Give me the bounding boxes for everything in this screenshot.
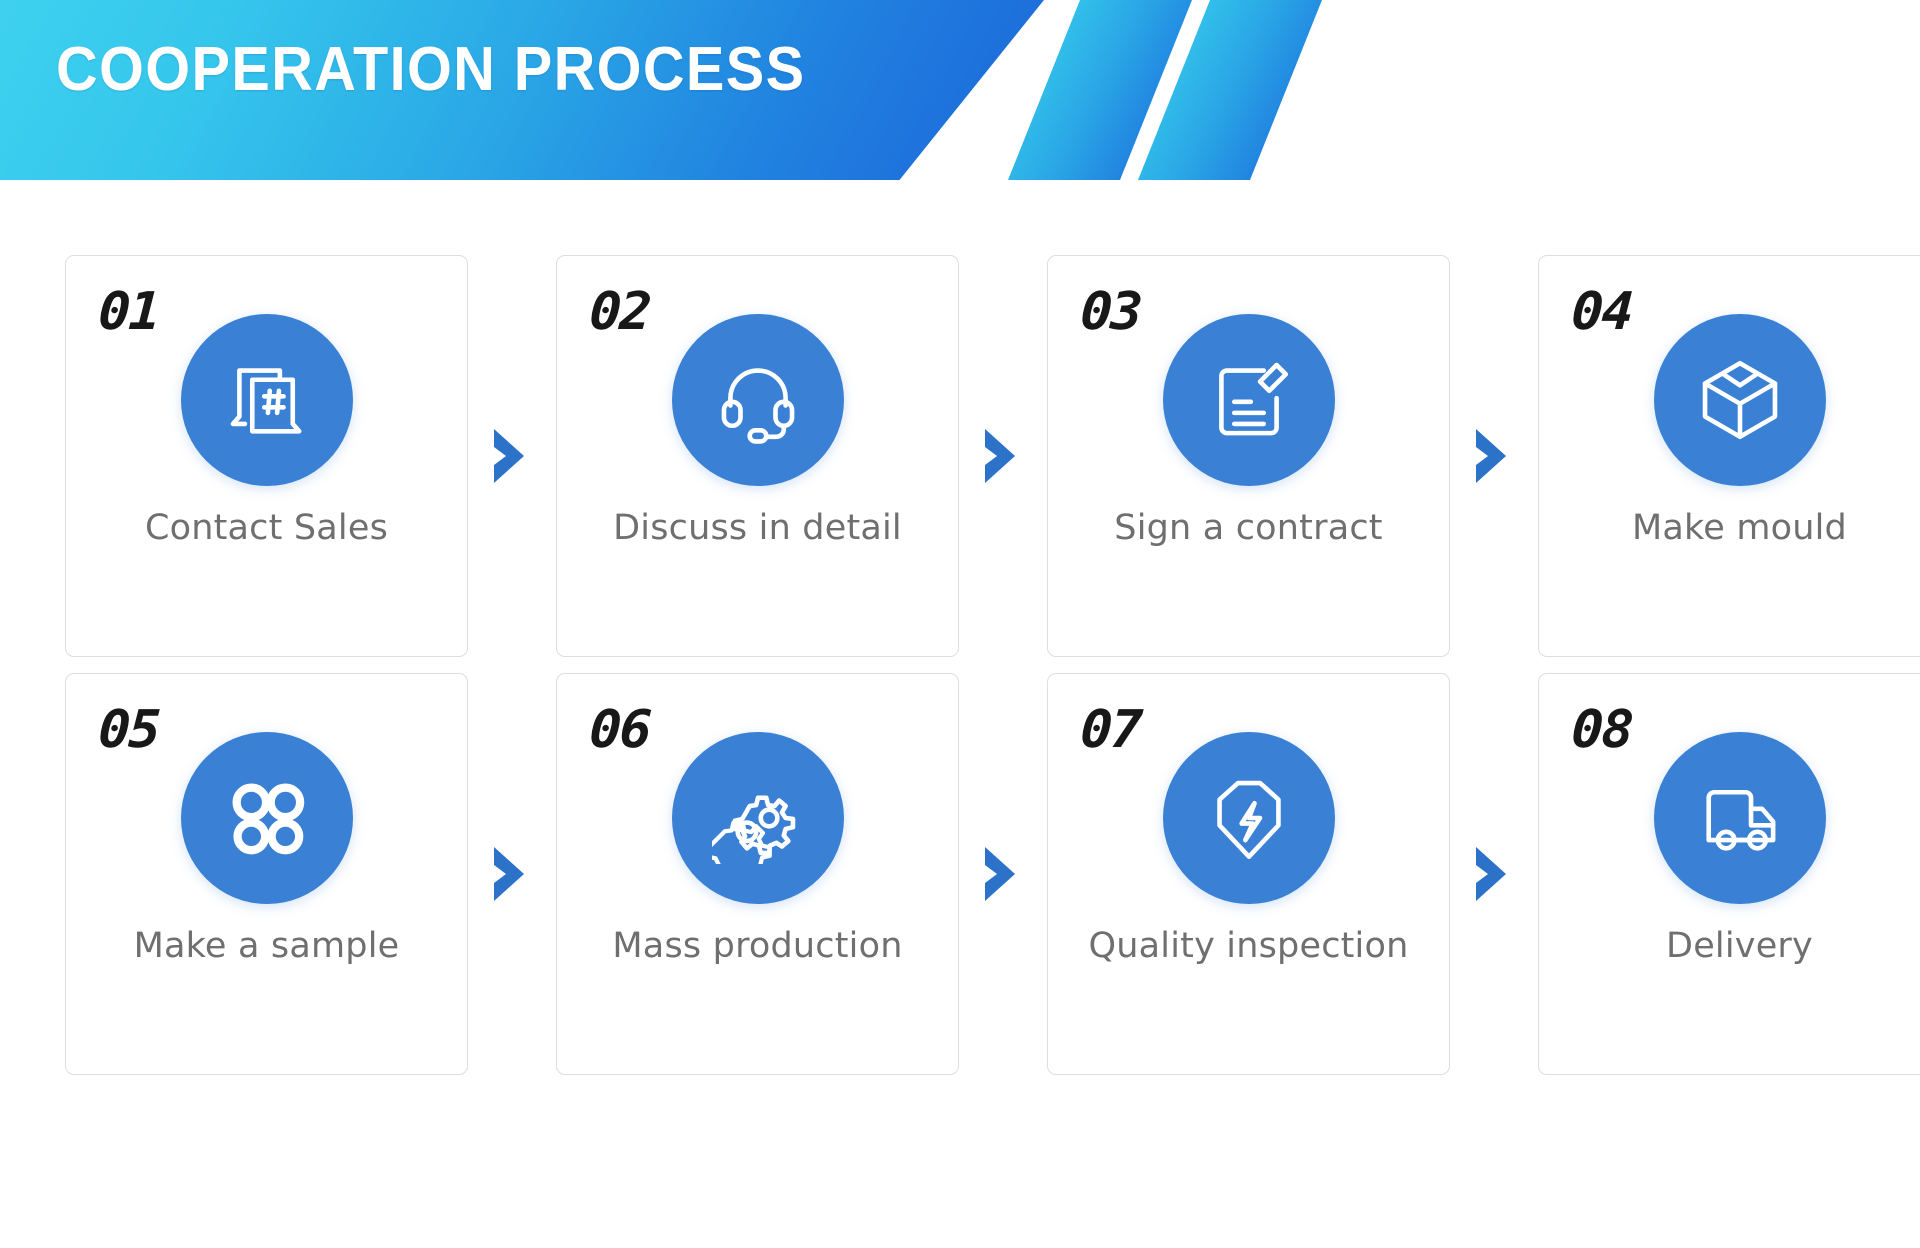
step-label: Make mould	[1632, 508, 1847, 548]
gears-icon	[671, 732, 844, 904]
step-label: Discuss in detail	[613, 508, 902, 548]
flow-arrow-6	[1450, 673, 1538, 1075]
step-icon-wrap	[1162, 314, 1335, 486]
delivery-truck-icon	[1653, 732, 1826, 904]
step-label: Contact Sales	[144, 508, 389, 548]
step-icon-wrap	[1162, 732, 1335, 904]
step-icon-wrap	[180, 314, 353, 486]
step-icon-wrap	[671, 314, 844, 486]
step-number: 07	[1078, 700, 1143, 760]
step-label: Quality inspection	[1088, 926, 1409, 966]
flow-arrow-2	[959, 255, 1047, 657]
step-number: 03	[1078, 282, 1143, 342]
step-card-07[interactable]: 07 Quality inspection	[1047, 673, 1450, 1075]
step-card-02[interactable]: 02 Discuss in detail	[556, 255, 959, 657]
shield-bolt-icon	[1162, 732, 1335, 904]
process-grid: 01 Contact Sales 02	[0, 255, 1920, 1091]
step-card-06[interactable]: 06 Mass production	[556, 673, 959, 1075]
flow-arrow-4	[468, 673, 556, 1075]
step-icon-wrap	[1653, 732, 1826, 904]
step-icon-wrap	[671, 732, 844, 904]
step-label: Make a sample	[133, 926, 400, 966]
step-card-05[interactable]: 05 Make a sample	[65, 673, 468, 1075]
flow-arrow-5	[959, 673, 1047, 1075]
step-icon-wrap	[1653, 314, 1826, 486]
step-number: 02	[587, 282, 652, 342]
document-pencil-icon	[1162, 314, 1335, 486]
page-title: COOPERATION PROCESS	[56, 35, 806, 104]
step-label: Delivery	[1666, 926, 1813, 966]
cube-box-icon	[1653, 314, 1826, 486]
header-banner: COOPERATION PROCESS	[0, 0, 1400, 180]
step-number: 01	[96, 282, 161, 342]
documents-chat-icon	[180, 314, 353, 486]
step-card-08[interactable]: 08 Delivery	[1538, 673, 1920, 1075]
step-number: 08	[1569, 700, 1634, 760]
step-card-01[interactable]: 01 Contact Sales	[65, 255, 468, 657]
headset-icon	[671, 314, 844, 486]
step-number: 06	[587, 700, 652, 760]
flow-arrow-1	[468, 255, 556, 657]
step-number: 05	[96, 700, 161, 760]
step-label: Mass production	[612, 926, 903, 966]
process-row-2: 05 Make a sample 06	[0, 673, 1920, 1091]
step-card-03[interactable]: 03 Sign a contract	[1047, 255, 1450, 657]
step-label: Sign a contract	[1114, 508, 1383, 548]
banner-main-shape	[0, 0, 1060, 180]
step-icon-wrap	[180, 732, 353, 904]
step-number: 04	[1569, 282, 1634, 342]
flow-arrow-3	[1450, 255, 1538, 657]
four-rings-icon	[180, 732, 353, 904]
step-card-04[interactable]: 04 Make mould	[1538, 255, 1920, 657]
process-row-1: 01 Contact Sales 02	[0, 255, 1920, 673]
